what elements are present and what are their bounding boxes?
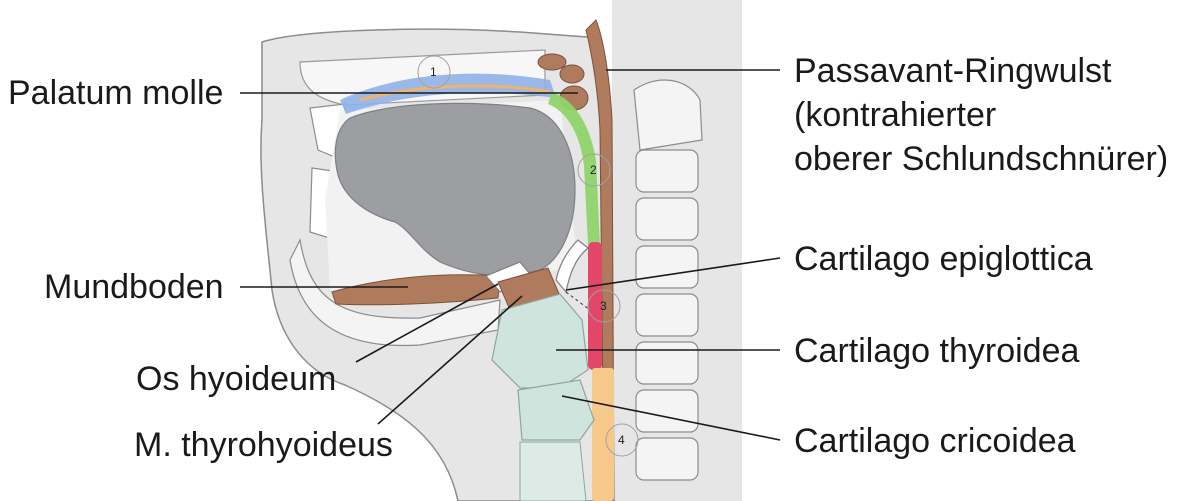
label-cartilago-thyroidea: Cartilago thyroidea — [794, 332, 1079, 370]
adenoid-tissue-1 — [538, 54, 566, 70]
trachea — [520, 442, 586, 501]
label-palatum-molle: Palatum molle — [8, 74, 223, 112]
label-passavant-line3: oberer Schlundschnürer) — [794, 140, 1168, 178]
marker-3: 3 — [600, 299, 607, 313]
label-cartilago-cricoidea: Cartilago cricoidea — [794, 422, 1076, 460]
label-os-hyoideum: Os hyoideum — [136, 360, 336, 398]
label-mundboden: Mundboden — [44, 268, 224, 306]
label-passavant-line1: Passavant-Ringwulst — [794, 52, 1112, 90]
label-cartilago-epiglottica: Cartilago epiglottica — [794, 240, 1093, 278]
label-passavant-line2: (kontrahierter — [794, 96, 996, 134]
cricoid-cartilage — [518, 380, 594, 440]
marker-4: 4 — [618, 433, 625, 447]
marker-1: 1 — [430, 65, 437, 79]
vertebral-column — [634, 80, 702, 480]
label-m-thyrohyoideus: M. thyrohyoideus — [134, 426, 393, 464]
adenoid-tissue-2 — [560, 65, 584, 83]
marker-2: 2 — [590, 163, 597, 177]
segment-4-orange — [592, 368, 614, 501]
